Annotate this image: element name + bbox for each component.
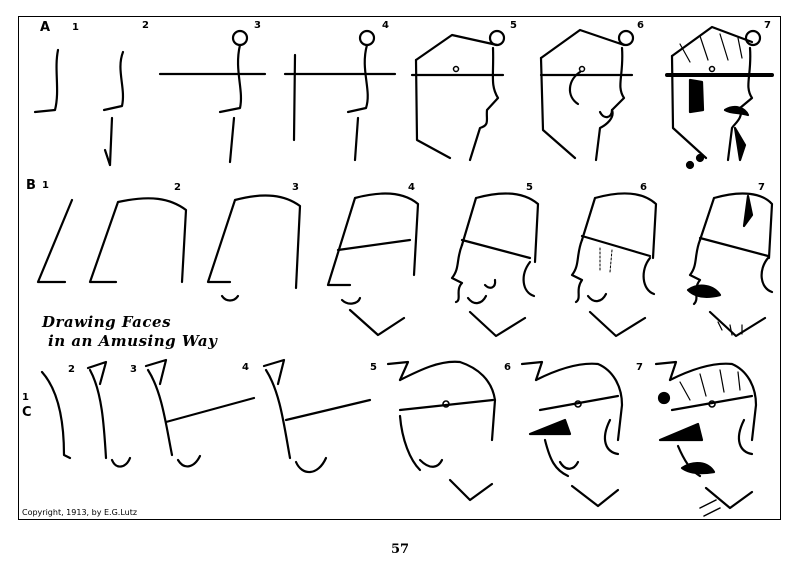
row-a-step-4	[285, 31, 395, 160]
row-a-number-7: 7	[764, 20, 771, 31]
row-c-number-7: 7	[636, 362, 643, 373]
row-a-step-2	[104, 52, 123, 165]
row-c-number-3: 3	[130, 364, 137, 375]
row-a-step-1	[35, 50, 58, 112]
row-b-number-6: 6	[640, 182, 647, 193]
row-c-number-6: 6	[504, 362, 511, 373]
row-b-step-5	[452, 193, 538, 336]
row-a-step-3	[160, 31, 265, 162]
row-b-step-2	[90, 198, 186, 282]
illustration-plate	[18, 16, 781, 520]
row-b-step-7	[688, 193, 772, 336]
row-b-number-4: 4	[408, 182, 415, 193]
row-c-label: C	[22, 405, 32, 420]
copyright-notice: Copyright, 1913, by E.G.Lutz	[22, 508, 138, 517]
row-c-step-6	[522, 362, 622, 506]
row-b-number-2: 2	[174, 182, 181, 193]
row-a-number-5: 5	[510, 20, 517, 31]
row-c-step-1	[42, 372, 70, 458]
row-c-number-1: 1	[22, 392, 29, 403]
row-c-number-2: 2	[68, 364, 75, 375]
row-a-label: A	[40, 20, 51, 35]
row-b-step-3	[208, 195, 300, 300]
row-a-step-5	[412, 31, 504, 160]
row-a-step-7	[667, 27, 772, 168]
page-number: 57	[391, 542, 410, 557]
row-b-step-1	[38, 200, 72, 282]
row-a-number-6: 6	[637, 20, 644, 31]
row-b-number-3: 3	[292, 182, 299, 193]
row-a-number-2: 2	[142, 20, 149, 31]
row-c-step-4	[264, 360, 370, 472]
row-b-label: B	[26, 178, 36, 193]
row-c-step-2	[88, 362, 130, 467]
caption-line-2: in an Amusing Way	[48, 332, 218, 350]
caption-line-1: Drawing Faces	[42, 313, 172, 331]
row-c-step-3	[146, 360, 254, 466]
row-b-number-5: 5	[526, 182, 533, 193]
row-b-step-4	[328, 193, 418, 335]
row-c-number-5: 5	[370, 362, 377, 373]
row-a-step-6	[541, 30, 633, 160]
row-c-step-7	[656, 362, 756, 516]
row-c-number-4: 4	[242, 362, 249, 373]
row-b-number-7: 7	[758, 182, 765, 193]
row-a-number-4: 4	[382, 20, 389, 31]
row-b-step-6	[572, 193, 656, 336]
row-c-step-5	[388, 362, 495, 500]
row-a-number-3: 3	[254, 20, 261, 31]
row-a-number-1: 1	[72, 22, 79, 33]
row-b-number-1: 1	[42, 180, 49, 191]
